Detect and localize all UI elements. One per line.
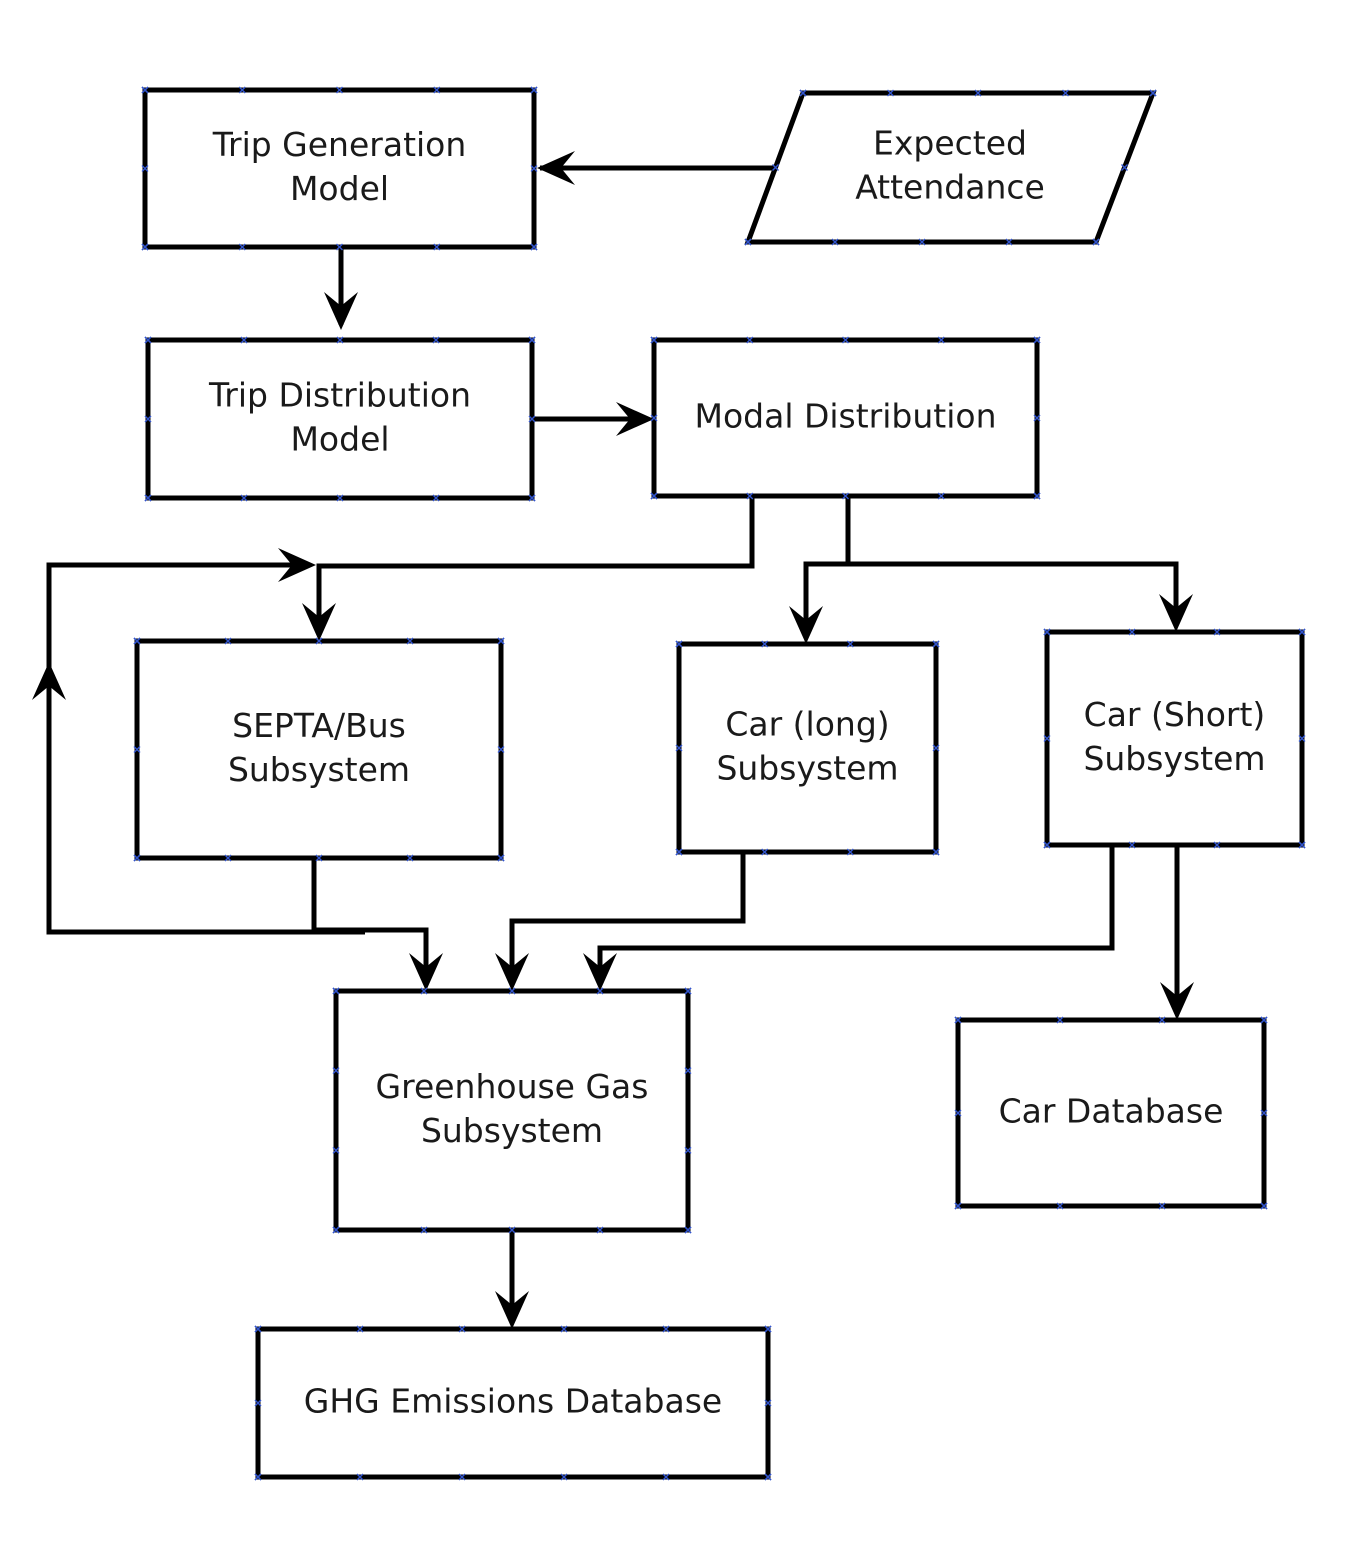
edge-modal-to-car-branches [803,496,851,630]
edge-attendance-to-trip-generation-arrowhead [537,151,575,185]
edge-modal-to-car-short-arrowhead [1159,594,1193,632]
edge-trip-distribution-to-modal-distribution-arrowhead [616,402,654,436]
edge-septa-feedback-top [46,562,300,672]
edge-modal-to-car-short [848,561,1179,620]
edge-trip-generation-to-trip-distribution-arrowhead [324,292,358,330]
trip-distribution-label-line-2: Model [290,420,389,459]
nodes: Trip GenerationModelExpectedAttendanceTr… [133,86,1306,1481]
expected-attendance-label-line-1: Expected [873,124,1027,163]
car-short-box [1044,629,1305,848]
edge-car-long-to-greenhouse [509,852,746,978]
edge-septa-to-greenhouse-arrowhead [409,953,443,991]
edge-car-short-to-car-database-arrowhead [1160,982,1194,1020]
edge-septa-feedback-loop [46,680,365,935]
node-modal-distribution: Modal Distribution [650,336,1041,500]
car-long-label-line-2: Subsystem [716,749,898,788]
expected-attendance-label-line-2: Attendance [855,168,1045,207]
car-long-label-line-1: Car (long) [725,705,889,744]
modal-distribution-label-line-1: Modal Distribution [694,397,996,436]
greenhouse-gas-box [333,988,691,1233]
edge-septa-feedback-loop-arrowhead [32,662,66,700]
trip-distribution-label-line-1: Trip Distribution [208,376,471,415]
septa-bus-label-line-1: SEPTA/Bus [232,706,406,745]
ghg-emissions-db-label-line-1: GHG Emissions Database [304,1382,722,1421]
edge-modal-to-septa-bus-arrowhead [302,603,336,641]
greenhouse-gas-label-line-2: Subsystem [421,1111,603,1150]
ghg-emissions-db-box [255,1326,771,1480]
car-short-label-line-2: Subsystem [1083,739,1265,778]
car-long-box [676,641,939,855]
node-car-short: Car (Short) Subsystem [1043,628,1306,849]
edge-septa-to-greenhouse [311,858,429,978]
edge-modal-to-septa-bus [316,496,755,628]
arrowheads [32,151,1194,1329]
septa-bus-label-line-2: Subsystem [228,750,410,789]
car-database-label-line-1: Car Database [999,1092,1224,1131]
trip-generation-label-line-1: Trip Generation [212,125,467,164]
node-ghg-emissions-db: GHG Emissions Database [254,1325,772,1481]
edge-car-long-to-greenhouse-arrowhead [495,953,529,991]
greenhouse-gas-label-line-1: Greenhouse Gas [376,1067,649,1106]
node-car-long: Car (long) Subsystem [675,640,940,856]
edge-septa-feedback-top-arrowhead [278,548,316,582]
septa-bus-box [134,638,504,861]
connectors [46,165,1180,1315]
trip-generation-label-line-2: Model [290,169,389,208]
edge-car-short-to-greenhouse-arrowhead [583,953,617,991]
car-short-label-line-1: Car (Short) [1084,695,1266,734]
node-car-database: Car Database [954,1016,1268,1210]
edge-car-short-to-greenhouse [597,845,1115,978]
car-database-box [955,1017,1267,1209]
edge-modal-to-car-branches-arrowhead [789,606,823,644]
edge-greenhouse-to-ghg-db-arrowhead [495,1291,529,1329]
